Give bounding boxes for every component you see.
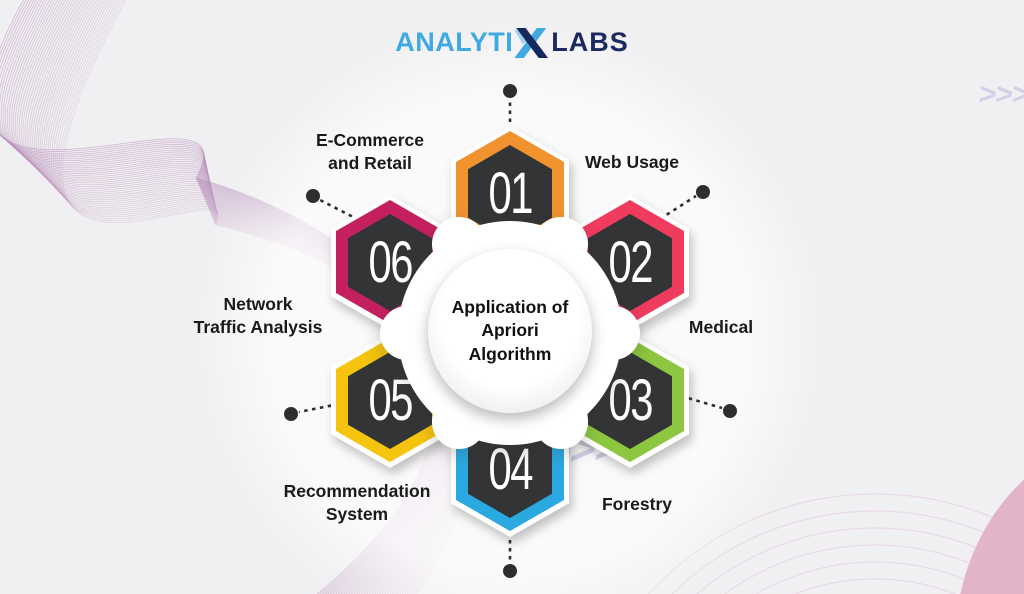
hex-node-04: 04 [451, 402, 569, 537]
connector-node-06 [306, 189, 360, 222]
logo-text-analyti: ANALYTI [395, 27, 514, 57]
node-label-web-usage: Web Usage [584, 152, 679, 172]
hex-node-01: 01 [451, 126, 569, 261]
connector-node-02 [659, 185, 710, 221]
hex-number-06: 06 [368, 230, 413, 295]
logo-text-labs: LABS [551, 27, 629, 57]
pink-corner-blob [960, 479, 1024, 594]
diagram-title: Application of Apriori Algorithm [451, 297, 569, 364]
analytixlabs-logo: ANALYTI LABS [395, 27, 629, 58]
hex-number-04: 04 [488, 437, 533, 502]
center-circle: Application of Apriori Algorithm [428, 249, 592, 413]
node-label-network-traffic-analysis: Network Traffic Analysis [193, 294, 323, 337]
node-label-ecommerce-retail: E-Commerce and Retail [316, 130, 424, 173]
hex-number-03: 03 [608, 368, 653, 433]
connector-node-05 [284, 402, 340, 421]
hex-number-01: 01 [488, 161, 533, 226]
hex-number-05: 05 [368, 368, 413, 433]
node-label-forestry: Forestry [601, 494, 673, 514]
connector-node-03 [680, 394, 737, 418]
connector-node-01 [503, 84, 517, 130]
node-label-recommendation-system: Recommendation System [283, 481, 431, 524]
logo-x-icon [514, 27, 549, 58]
node-label-medical: Medical [688, 317, 754, 337]
concentric-arcs-decor [648, 493, 1024, 594]
connector-node-04 [503, 532, 517, 578]
hex-number-02: 02 [608, 230, 653, 295]
